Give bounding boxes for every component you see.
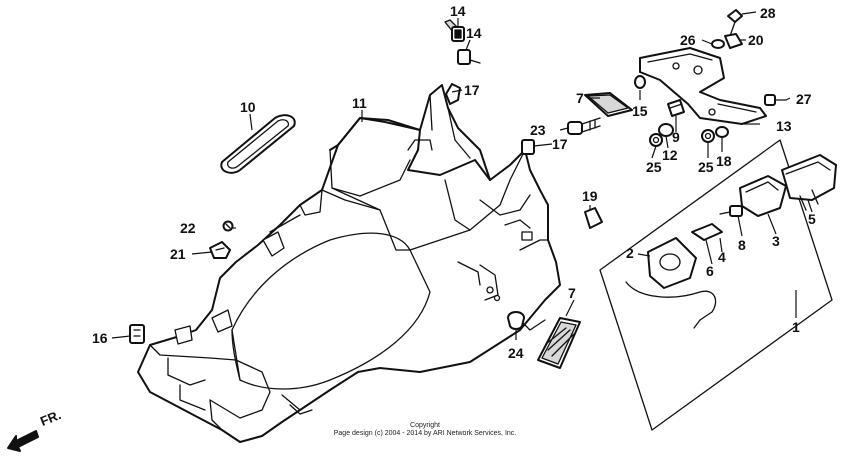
- clip-16[interactable]: [129, 324, 145, 344]
- bolt-28[interactable]: [727, 9, 743, 37]
- callout-7-upper: 7: [576, 90, 584, 106]
- grommet-19[interactable]: [584, 207, 603, 229]
- callout-15: 15: [632, 103, 648, 119]
- callout-1: 1: [792, 319, 800, 335]
- nut-25-left[interactable]: [649, 133, 663, 147]
- clip-17-right[interactable]: [521, 139, 535, 155]
- nut-15[interactable]: [634, 75, 646, 89]
- callout-2: 2: [626, 245, 634, 261]
- callout-4: 4: [718, 249, 726, 265]
- nut-20[interactable]: [724, 33, 743, 49]
- callout-19: 19: [582, 188, 598, 204]
- taillight-assembly-outline: [599, 139, 833, 431]
- screw-22[interactable]: [222, 220, 234, 232]
- callout-27: 27: [796, 91, 812, 107]
- callout-25-left: 25: [646, 159, 662, 175]
- washer-18[interactable]: [715, 126, 729, 138]
- bolt-14-lower[interactable]: [457, 49, 481, 65]
- bulb-8[interactable]: [719, 205, 743, 217]
- callout-10: 10: [240, 99, 256, 115]
- front-direction-arrow-icon: [7, 430, 39, 452]
- gasket-6[interactable]: [691, 223, 723, 241]
- socket-2[interactable]: [625, 237, 717, 329]
- clip-17-upper[interactable]: [445, 83, 461, 105]
- seal-strip-part[interactable]: [220, 114, 296, 174]
- callout-9: 9: [672, 129, 680, 145]
- lens-3[interactable]: [739, 175, 787, 217]
- callout-26: 26: [680, 32, 696, 48]
- callout-13: 13: [776, 118, 792, 134]
- reflector-7-upper[interactable]: [584, 92, 633, 117]
- bolt-27[interactable]: [764, 94, 787, 106]
- bolt-23[interactable]: [567, 117, 601, 135]
- callout-25-right: 25: [698, 159, 714, 175]
- spring-9[interactable]: [667, 99, 685, 117]
- callout-28: 28: [760, 5, 776, 21]
- callout-14-upper: 14: [450, 3, 466, 19]
- callout-6: 6: [706, 263, 714, 279]
- callout-7-lower: 7: [568, 285, 576, 301]
- callout-20: 20: [748, 32, 764, 48]
- clip-21[interactable]: [209, 241, 231, 259]
- callout-3: 3: [772, 233, 780, 249]
- lens-5[interactable]: [781, 154, 837, 211]
- callout-17-upper: 17: [464, 82, 480, 98]
- grommet-24[interactable]: [507, 311, 525, 330]
- reflector-7-lower[interactable]: [537, 317, 581, 369]
- callout-14-lower: 14: [466, 25, 482, 41]
- leader-lines: [111, 11, 813, 340]
- copyright-line-1: Copyright: [410, 422, 440, 429]
- callout-11: 11: [352, 95, 367, 111]
- callout-16: 16: [92, 330, 108, 346]
- license-bracket-13[interactable]: [639, 47, 767, 125]
- washer-26[interactable]: [711, 39, 725, 49]
- copyright-line-2: Page design (c) 2004 - 2014 by ARI Netwo…: [333, 430, 517, 437]
- callout-23: 23: [530, 122, 546, 138]
- washer-12[interactable]: [658, 123, 674, 137]
- copyright-notice: Copyright Page design (c) 2004 - 2014 by…: [0, 422, 850, 438]
- callout-8: 8: [738, 237, 746, 253]
- callout-24: 24: [508, 345, 524, 361]
- callout-17-right: 17: [552, 136, 568, 152]
- rear-fender-part[interactable]: [137, 84, 561, 443]
- callout-5: 5: [808, 211, 816, 227]
- nut-25-right[interactable]: [701, 129, 715, 143]
- callout-18: 18: [716, 153, 732, 169]
- callout-22: 22: [180, 220, 196, 236]
- callout-12: 12: [662, 147, 678, 163]
- bolt-14-upper[interactable]: [444, 19, 465, 42]
- callout-21: 21: [170, 246, 186, 262]
